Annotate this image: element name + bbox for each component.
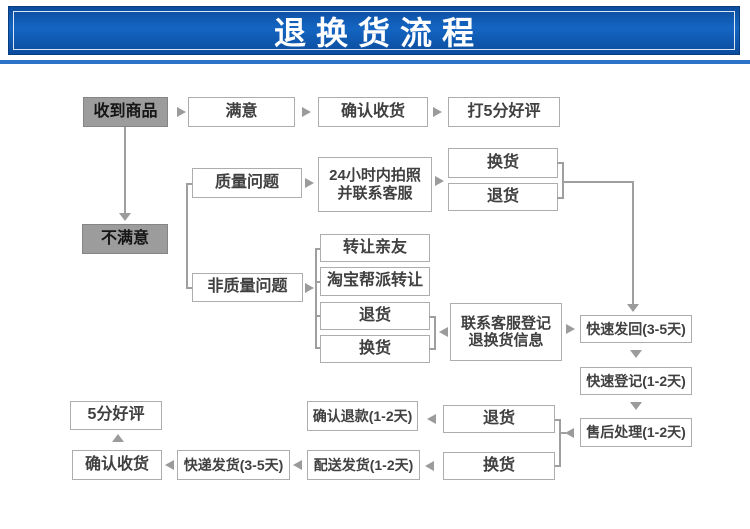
flow-node-photo-24h-text: 24小时内拍照并联系客服 [329,167,421,202]
flow-node-return-bottom: 退货 [443,405,555,433]
connector-options-stub-2 [315,281,320,283]
flow-node-exchange-non-quality: 换货 [320,335,430,363]
connector-nq-bracket-stub-bottom [429,348,434,350]
connector-quality-to-sendback-horizontal [562,181,634,183]
connector-bottom-bracket-stub-top [554,419,559,421]
connector-options-bracket [315,248,317,349]
arrow-right-icon [566,324,575,334]
header-banner: 退换货流程 [8,6,740,55]
arrow-right-icon [302,107,311,117]
flow-node-exchange-quality: 换货 [448,148,558,178]
connector-quality-bracket-stub-top [557,162,562,164]
connector-quality-bracket-stub-bottom [557,197,562,199]
flow-node-fast-register: 快速登记(1-2天) [580,367,692,395]
arrow-down-icon [627,304,639,312]
arrow-left-icon [165,460,174,470]
flow-node-five-star-bottom: 5分好评 [70,401,162,430]
arrow-down-icon [630,350,642,358]
header-underline [0,60,750,64]
arrow-left-icon [439,327,448,337]
arrow-right-icon [305,178,314,188]
flow-node-fast-sendback: 快速发回(3-5天) [580,315,692,343]
flow-node-transfer-friends: 转让亲友 [320,234,430,262]
arrow-right-icon [433,107,442,117]
flow-node-aftersales: 售后处理(1-2天) [580,418,692,447]
flow-node-confirm-receipt-bottom: 确认收货 [72,450,162,480]
connector-bottom-bracket-link [561,432,566,434]
arrow-up-icon [112,434,124,442]
arrow-right-icon [177,107,186,117]
connector-quality-bracket [562,162,564,199]
arrow-left-icon [425,461,434,471]
flow-node-contact-cs-text: 联系客服登记退换货信息 [460,314,551,349]
connector-nq-bracket [434,316,436,350]
flow-node-return-quality: 退货 [448,183,558,211]
flow-node-satisfied: 满意 [188,97,295,127]
flow-node-taobao-transfer: 淘宝帮派转让 [320,267,430,296]
flow-node-quality-issue: 质量问题 [192,168,302,198]
header-banner-inner-border: 退换货流程 [13,11,735,51]
page-title: 退换货流程 [273,14,484,51]
arrow-down-icon [119,213,131,221]
flow-node-five-star-top: 打5分好评 [448,97,560,127]
connector-branch-stub-quality [186,183,192,185]
flow-node-non-quality-issue: 非质量问题 [192,273,303,302]
flow-node-return-non-quality: 退货 [320,302,430,330]
flow-node-delivery-ship: 配送发货(1-2天) [307,450,420,480]
flow-node-contact-cs: 联系客服登记退换货信息 [450,303,562,361]
arrow-left-icon [565,428,574,438]
connector-branch-stub-nonquality [186,287,192,289]
flow-node-received: 收到商品 [83,97,168,127]
flow-node-photo-24h: 24小时内拍照并联系客服 [318,157,432,212]
flow-node-confirm-receipt-top: 确认收货 [318,97,428,127]
arrow-down-icon [630,402,642,410]
arrow-left-icon [427,414,436,424]
connector-options-stub-4 [315,347,320,349]
connector-options-stub-1 [315,248,320,250]
flow-node-express-ship: 快递发货(3-5天) [177,450,290,480]
connector-quality-to-sendback-vertical [632,181,634,305]
flow-node-unsatisfied: 不满意 [82,224,168,254]
flow-node-confirm-refund: 确认退款(1-2天) [307,401,418,431]
connector-branch-brace [186,183,188,289]
arrow-right-icon [305,283,314,293]
connector-options-stub-3 [315,315,320,317]
arrow-left-icon [293,460,302,470]
connector-bottom-bracket-stub-bottom [554,465,559,467]
connector-bottom-bracket [559,419,561,467]
connector-nq-bracket-stub-top [429,316,434,318]
connector-received-to-unsatisfied [124,127,126,213]
flow-node-exchange-bottom: 换货 [443,452,555,480]
arrow-right-icon [435,176,444,186]
